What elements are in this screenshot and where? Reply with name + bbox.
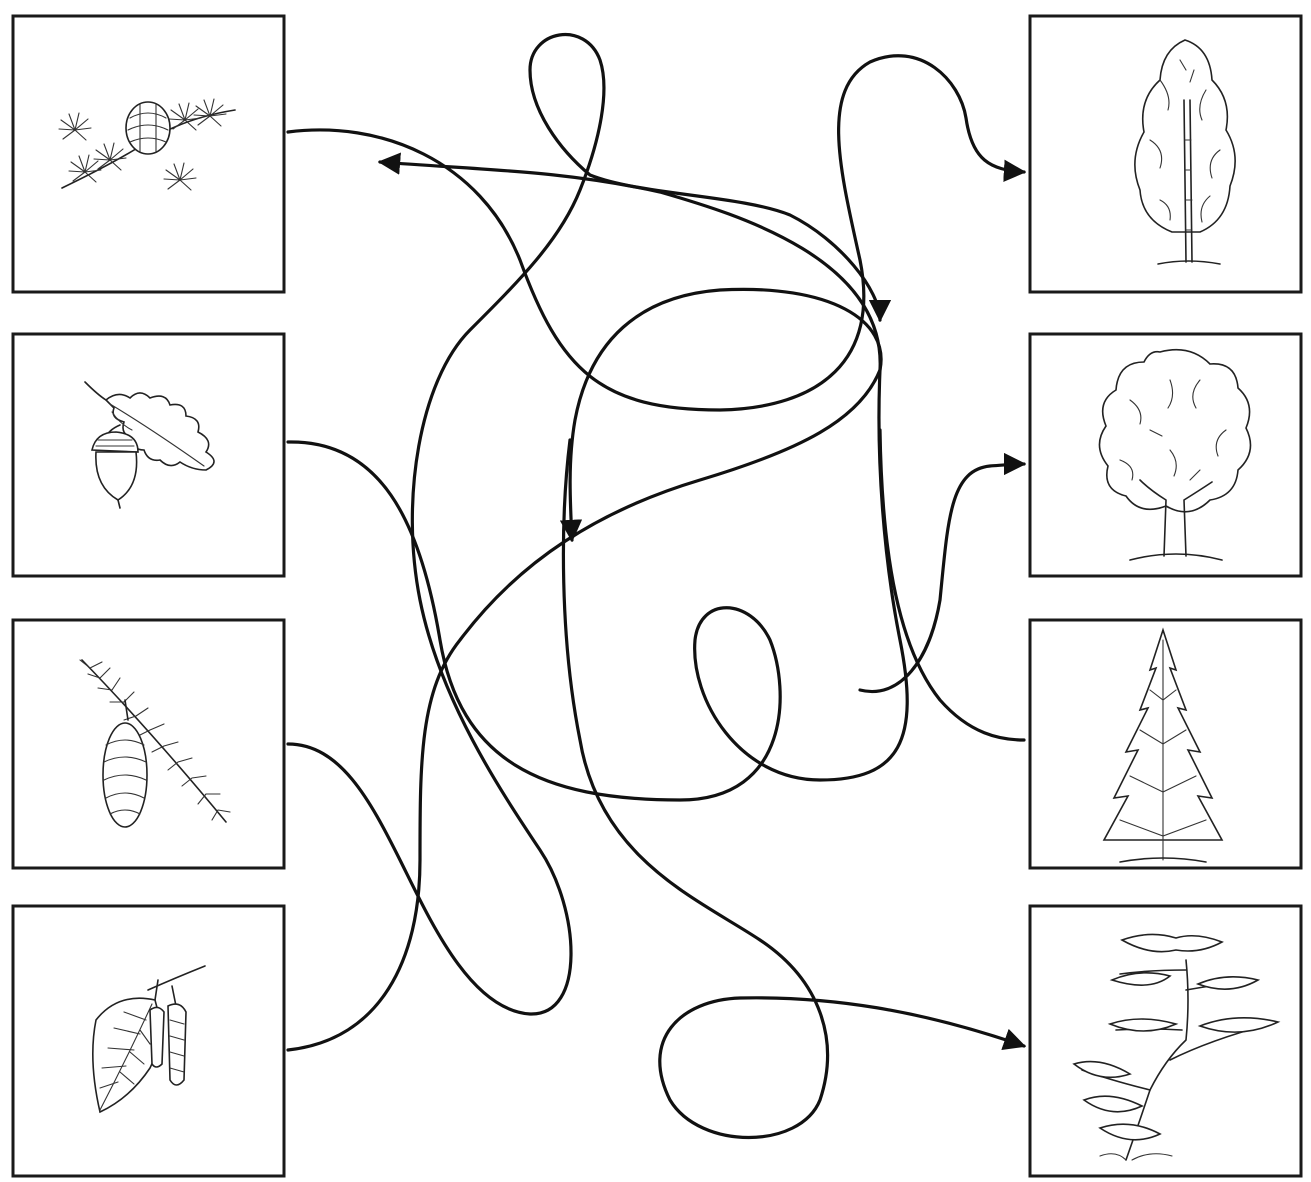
path-oak-leaf-acorn-to-spruce-tree-tail — [880, 430, 1024, 740]
path-larch-tree-loop — [563, 440, 1024, 1138]
left-box-spruce-branch-cone — [13, 620, 284, 868]
path-birch-leaf-catkin-to-oak-tree — [288, 289, 881, 1050]
right-box-larch-tree — [1030, 906, 1301, 1176]
path-oak-leaf-acorn-to-spruce-tree — [288, 162, 907, 800]
path-larch-branch-to-birch-tree — [288, 56, 1024, 410]
left-box-oak-leaf-acorn — [13, 334, 284, 576]
left-box-birch-leaf-catkin — [13, 906, 284, 1176]
path-spruce-branch-cone-to-larch-tree — [288, 35, 880, 1014]
left-box-larch-branch — [13, 16, 284, 292]
path-birch-leaf-catkin-to-oak-tree-tail — [860, 464, 1024, 692]
right-box-spruce-tree — [1030, 620, 1301, 868]
right-box-birch-tree — [1030, 16, 1301, 292]
right-box-oak-tree — [1030, 334, 1301, 576]
